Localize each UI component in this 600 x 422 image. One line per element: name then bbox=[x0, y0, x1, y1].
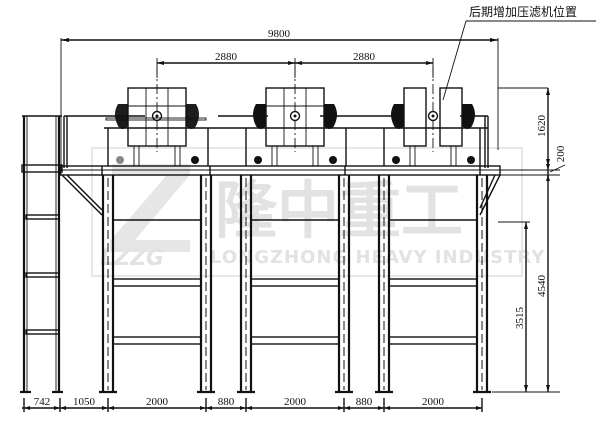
platform-deck bbox=[59, 165, 501, 216]
dim-gap-2: 880 bbox=[356, 396, 373, 408]
dim-bay-1: 2000 bbox=[146, 396, 169, 408]
dim-overall-width: 9800 bbox=[268, 28, 291, 40]
ladder-rung bbox=[25, 214, 60, 220]
support-bays bbox=[99, 175, 491, 394]
wheel-icon bbox=[392, 156, 400, 164]
wheel-icon bbox=[467, 156, 475, 164]
clamp-right-icon bbox=[462, 104, 475, 129]
dim-platform-thickness: 200 bbox=[555, 145, 567, 162]
wheel-icon bbox=[116, 156, 124, 164]
ladder-rung bbox=[25, 272, 60, 278]
filter-press-2 bbox=[218, 66, 372, 166]
support-bay-2 bbox=[237, 175, 353, 394]
dim-cantilever: 1050 bbox=[73, 396, 96, 408]
future-filter-press-note: 后期增加压滤机位置 bbox=[442, 4, 596, 101]
bottom-dimensions: 742 1050 2000 880 2000 880 2000 bbox=[22, 396, 483, 412]
dim-upper-height: 1620 bbox=[536, 115, 548, 138]
clamp-left-icon bbox=[391, 104, 404, 129]
access-ladder bbox=[20, 115, 63, 394]
filter-press-3 bbox=[372, 66, 488, 166]
dim-bay-2: 2000 bbox=[284, 396, 307, 408]
note-label: 后期增加压滤机位置 bbox=[469, 4, 577, 19]
wheel-icon bbox=[191, 156, 199, 164]
clamp-left-icon bbox=[115, 104, 128, 129]
filter-press-1 bbox=[104, 66, 218, 166]
dim-platform-height: 4540 bbox=[536, 275, 548, 298]
dim-spacing-2: 2880 bbox=[353, 51, 376, 63]
wheel-icon bbox=[254, 156, 262, 164]
dim-spacing-1: 2880 bbox=[215, 51, 238, 63]
dim-gap-1: 880 bbox=[218, 396, 235, 408]
dim-inner-height: 3515 bbox=[514, 307, 526, 330]
support-bay-1 bbox=[99, 175, 215, 394]
watermark-logo-letters: LZZG bbox=[100, 246, 164, 271]
top-dimensions: 9800 2880 2880 bbox=[60, 28, 499, 175]
clamp-right-icon bbox=[186, 104, 199, 129]
ladder-rung bbox=[25, 329, 60, 335]
clamp-right-icon bbox=[324, 104, 337, 129]
logo-z-icon bbox=[110, 164, 190, 252]
support-bay-3 bbox=[375, 175, 491, 394]
clamp-left-icon bbox=[253, 104, 266, 129]
dim-bay-3: 2000 bbox=[422, 396, 445, 408]
dim-ladder-width: 742 bbox=[34, 396, 51, 408]
watermark-english: LONGZHONG HEAVY INDUSTRY bbox=[210, 247, 545, 268]
right-dimensions: 1620 200 4540 3515 bbox=[492, 88, 567, 393]
wheel-icon bbox=[329, 156, 337, 164]
